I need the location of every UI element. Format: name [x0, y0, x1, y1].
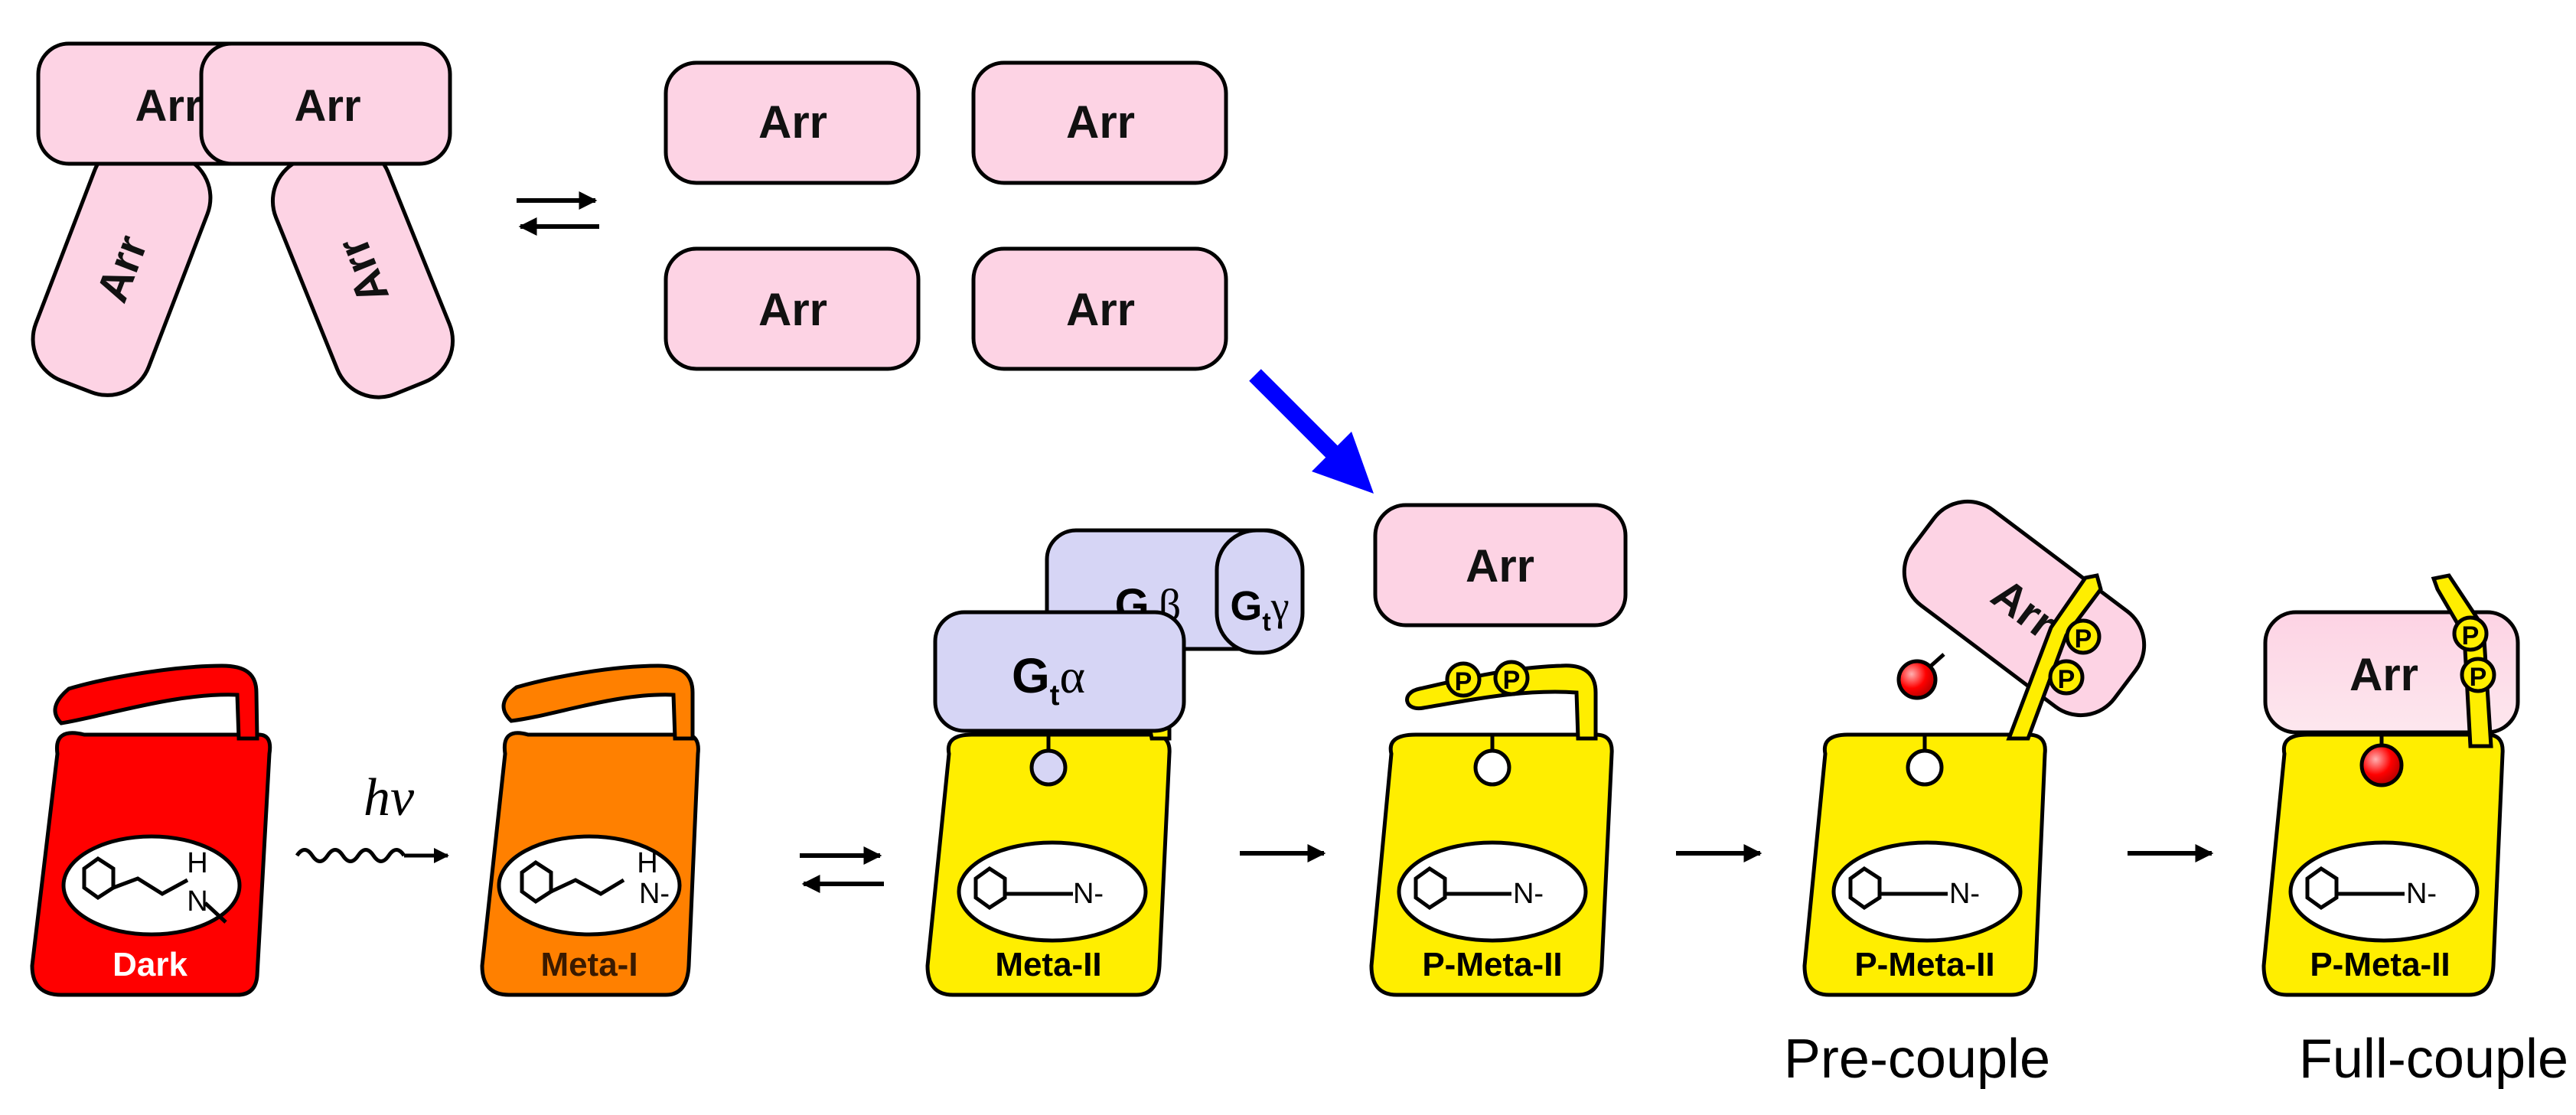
- arrestin-tetramer-right-vertical: Arr: [270, 142, 455, 399]
- phosphate-label: P: [2075, 624, 2092, 654]
- g-main: G: [1012, 648, 1050, 703]
- light-symbol: hν: [364, 768, 415, 827]
- receptor-meta-ii: N- Meta-II: [925, 662, 1172, 997]
- arrestin-tetramer: Arr Arr Arr Arr: [31, 41, 455, 399]
- transducin-alpha: Gtα: [933, 610, 1186, 733]
- receptor-p-meta-ii-pre-couple: Arr P P N- P-Meta-II: [1802, 499, 2147, 997]
- retinal-n: N-: [1949, 878, 1980, 910]
- g-greek: α: [1059, 649, 1085, 703]
- caption-pre-couple: Pre-couple: [1784, 1029, 2050, 1090]
- arr-label: Arr: [758, 96, 827, 148]
- svg-text:Gtα: Gtα: [1012, 648, 1085, 712]
- arrestin-monomer: Arr: [664, 246, 921, 371]
- retinal-h: H: [187, 847, 207, 879]
- arr-label: Arr: [294, 81, 360, 131]
- state-label-meta-i: Meta-I: [540, 946, 637, 983]
- state-label-dark: Dark: [112, 946, 187, 983]
- state-label-p-meta-ii: P-Meta-II: [2310, 946, 2450, 983]
- svg-text:Gtγ: Gtγ: [1230, 583, 1289, 637]
- receptor-p-meta-ii-1: P P N- P-Meta-II: [1369, 660, 1614, 997]
- g-greek: γ: [1270, 583, 1290, 629]
- g-sub: t: [1050, 680, 1060, 712]
- retinal-n: N: [187, 885, 207, 918]
- phosphate-label: P: [1455, 667, 1472, 696]
- arrestin-monomer: Arr: [664, 60, 921, 185]
- arrestin-free: Arr: [1373, 503, 1628, 628]
- phosphate-label: P: [2470, 663, 2487, 692]
- arr-label: Arr: [758, 284, 827, 335]
- arr-label: Arr: [1066, 284, 1135, 335]
- arr-label: Arr: [135, 81, 201, 131]
- phosphate-label: P: [2462, 621, 2480, 650]
- retinal-n: N-: [1073, 878, 1104, 910]
- retinal-n: N-: [639, 878, 670, 910]
- g-sub: t: [1262, 608, 1270, 637]
- light-activation-arrow: hν: [295, 768, 449, 863]
- arrestin-tetramer-left-vertical: Arr: [31, 140, 213, 397]
- retinal-n: N-: [2406, 878, 2437, 910]
- blue-arrow: [1249, 369, 1374, 494]
- retinal-h: H: [637, 847, 657, 879]
- state-label-meta-ii: Meta-II: [995, 946, 1101, 983]
- arrestin-monomer: Arr: [971, 60, 1228, 185]
- arr-label: Arr: [1066, 96, 1135, 148]
- equilibrium-arrow-bottom: [800, 846, 884, 893]
- arrestin-monomer: Arr: [971, 246, 1228, 371]
- state-label-p-meta-ii: P-Meta-II: [1422, 946, 1562, 983]
- receptor-meta-i: H N- Meta-I: [480, 663, 700, 997]
- transducin-complex: Gtβ Gtγ Gtα: [933, 528, 1305, 733]
- phosphate-label: P: [1503, 666, 1521, 695]
- phosphate-label: P: [2058, 665, 2075, 694]
- arr-label: Arr: [1466, 540, 1534, 592]
- arrestin-monomers: Arr Arr Arr Arr: [664, 60, 1228, 371]
- receptor-p-meta-ii-full-couple: Arr P P N- P-Meta-II: [2261, 573, 2520, 997]
- state-label-p-meta-ii: P-Meta-II: [1854, 946, 1994, 983]
- equilibrium-arrow-top: [517, 191, 599, 236]
- arr-label: Arr: [2349, 649, 2418, 700]
- arrestin-tetramer-top-right: Arr: [199, 41, 452, 166]
- g-main: G: [1230, 583, 1262, 629]
- transducin-gamma: Gtγ: [1215, 528, 1305, 655]
- receptor-dark: H N Dark: [30, 663, 272, 997]
- caption-full-couple: Full-couple: [2299, 1029, 2568, 1090]
- retinal-n: N-: [1513, 878, 1544, 910]
